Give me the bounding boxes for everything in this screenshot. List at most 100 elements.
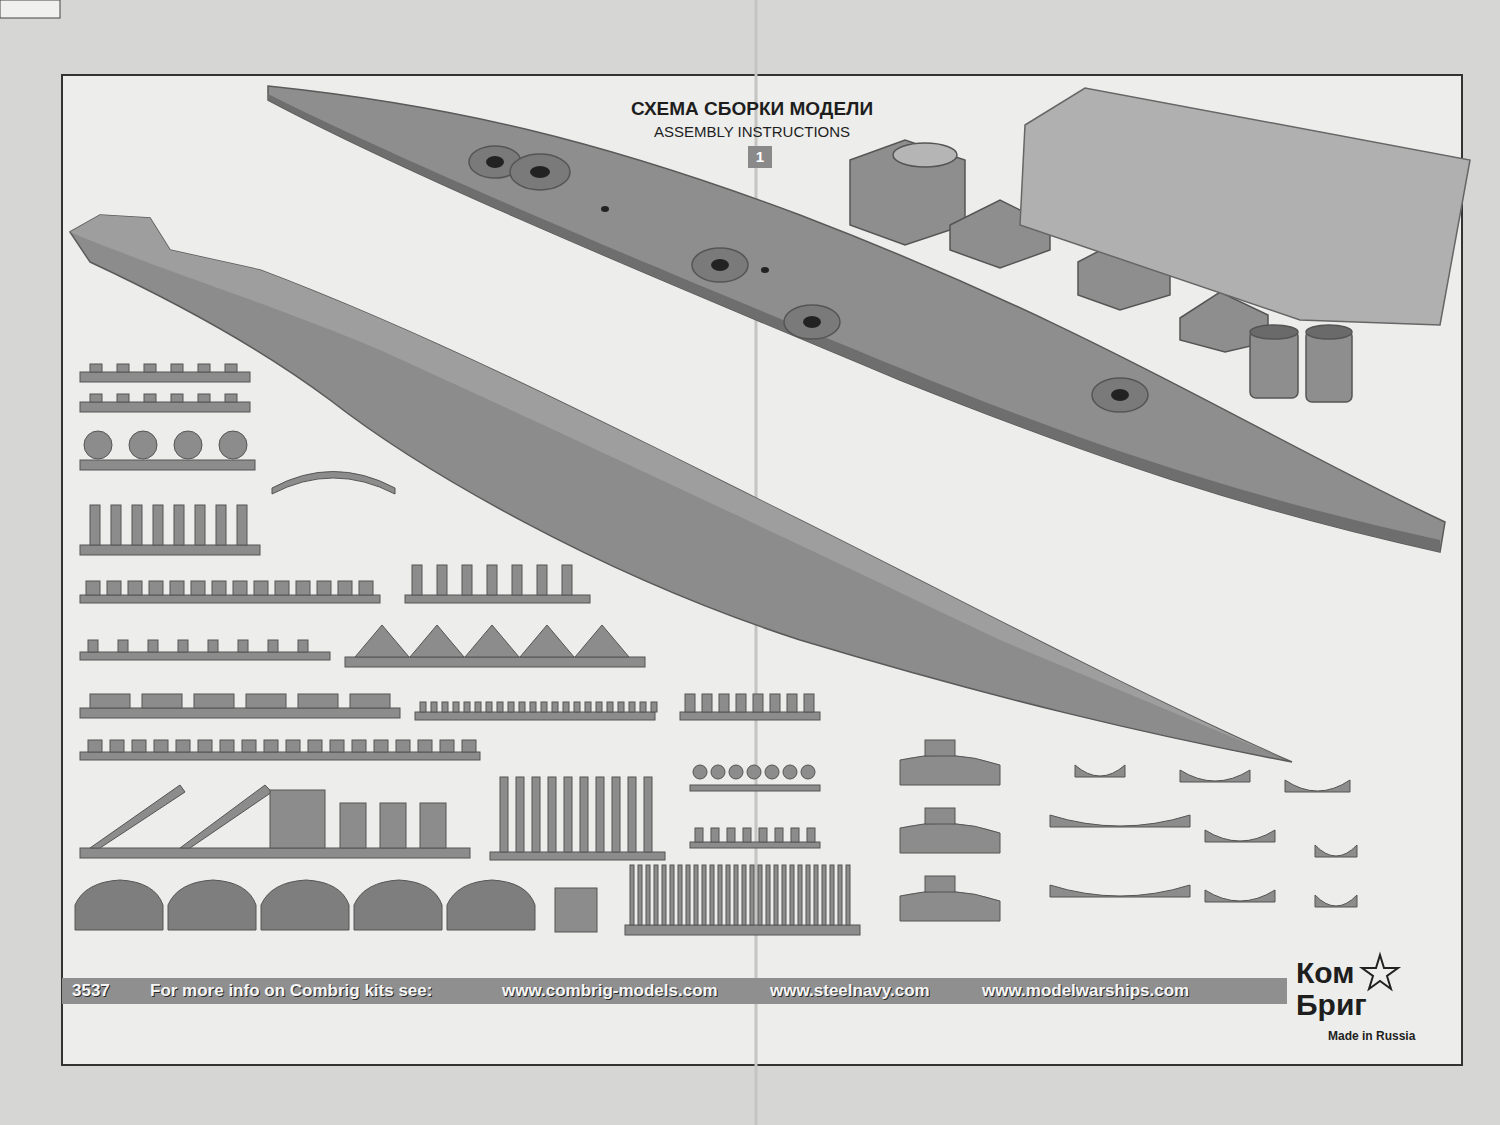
sprue-part bbox=[410, 625, 464, 657]
sprue-part bbox=[670, 865, 674, 925]
sprue-part bbox=[519, 702, 525, 712]
sprue-part bbox=[702, 865, 706, 925]
sprue-part bbox=[80, 460, 255, 470]
sprue-part bbox=[638, 865, 642, 925]
sprue-part bbox=[607, 702, 613, 712]
sprue-part bbox=[766, 865, 770, 925]
sprue-part bbox=[298, 694, 338, 708]
sprue-part bbox=[734, 865, 738, 925]
sprue-part bbox=[596, 702, 602, 712]
sprue-part bbox=[208, 640, 218, 652]
sprue-part bbox=[508, 702, 514, 712]
sprue-part bbox=[680, 712, 820, 720]
sprue-part bbox=[418, 740, 432, 752]
sprue-part bbox=[396, 740, 410, 752]
sprue-part bbox=[220, 740, 234, 752]
boat-part bbox=[1050, 885, 1190, 897]
sprue-part bbox=[154, 740, 168, 752]
hull-part bbox=[70, 215, 1292, 762]
sprue-part bbox=[690, 842, 820, 848]
sprue-part bbox=[750, 865, 754, 925]
sprue-part bbox=[355, 625, 409, 657]
logo-text: Ком bbox=[1296, 958, 1386, 988]
sprue-part bbox=[758, 865, 762, 925]
turret-part bbox=[261, 880, 349, 930]
sprue-part bbox=[176, 740, 190, 752]
sprue-part bbox=[685, 694, 695, 712]
sprue-part bbox=[630, 865, 634, 925]
sprue-part bbox=[198, 740, 212, 752]
sprue-part bbox=[830, 865, 834, 925]
sprue-part bbox=[678, 865, 682, 925]
sprue-part bbox=[144, 364, 156, 372]
sprue-part bbox=[412, 565, 422, 595]
sprue-part bbox=[128, 581, 142, 595]
sprue-part bbox=[753, 694, 763, 712]
footer-text: For more info on Combrig kits see: bbox=[150, 978, 432, 1004]
sprue-part bbox=[562, 565, 572, 595]
sprue-part bbox=[618, 702, 624, 712]
sprue-part bbox=[132, 740, 146, 752]
sprue-part bbox=[374, 740, 388, 752]
sprue-part bbox=[552, 702, 558, 712]
sprue-part bbox=[465, 625, 519, 657]
sprue-part bbox=[711, 828, 719, 842]
sprue-part bbox=[814, 865, 818, 925]
sprue-part bbox=[352, 740, 366, 752]
sprue-part bbox=[846, 865, 850, 925]
sprue-part bbox=[191, 581, 205, 595]
sprue-part bbox=[359, 581, 373, 595]
boat-part bbox=[1205, 830, 1275, 842]
sprue-part bbox=[142, 694, 182, 708]
sprue-part bbox=[759, 828, 767, 842]
sprue-part bbox=[711, 765, 725, 779]
sprue-part bbox=[264, 740, 278, 752]
sprue-part bbox=[743, 828, 751, 842]
sprue-part bbox=[80, 372, 250, 382]
sprue-part bbox=[541, 702, 547, 712]
sprue-part bbox=[330, 740, 344, 752]
sprue-part bbox=[107, 581, 121, 595]
sprue-part bbox=[726, 865, 730, 925]
sprue-part bbox=[520, 625, 574, 657]
sprue-part bbox=[338, 581, 352, 595]
sprue-part bbox=[117, 364, 129, 372]
boat-part bbox=[1050, 815, 1190, 827]
sprue-part bbox=[345, 657, 645, 667]
sprue-part bbox=[646, 865, 650, 925]
sprue-part bbox=[171, 394, 183, 402]
sprue-part bbox=[487, 565, 497, 595]
boat-part bbox=[900, 755, 1000, 785]
turret-part bbox=[168, 880, 256, 930]
logo-star bbox=[1362, 955, 1398, 989]
sprue-part bbox=[148, 640, 158, 652]
boat-part bbox=[1285, 780, 1350, 792]
sprue-part bbox=[548, 777, 556, 852]
sprue-part bbox=[242, 740, 256, 752]
sprue-part bbox=[644, 777, 652, 852]
sprue-part bbox=[807, 828, 815, 842]
sprue-part bbox=[118, 640, 128, 652]
sprue-part bbox=[275, 581, 289, 595]
sprue-part bbox=[340, 803, 366, 848]
sprue-part bbox=[512, 565, 522, 595]
footer-text: www.modelwarships.com bbox=[982, 978, 1189, 1004]
boat-part bbox=[1315, 895, 1357, 907]
sprue-part bbox=[537, 565, 547, 595]
sprue-part bbox=[171, 364, 183, 372]
sprue-part bbox=[90, 785, 185, 848]
sprue-part bbox=[640, 702, 646, 712]
hull-top bbox=[70, 215, 1292, 762]
sprue-part bbox=[237, 505, 247, 545]
sprue-part bbox=[90, 694, 130, 708]
step-number: 1 bbox=[756, 146, 764, 168]
sprue-plate bbox=[1020, 88, 1470, 325]
sprue-part bbox=[90, 394, 102, 402]
sprue-part bbox=[380, 803, 406, 848]
sprue-part bbox=[690, 785, 820, 791]
sprue-part bbox=[747, 765, 761, 779]
sprue-part bbox=[798, 865, 802, 925]
sprue-part bbox=[801, 765, 815, 779]
sprue-part bbox=[925, 808, 955, 824]
